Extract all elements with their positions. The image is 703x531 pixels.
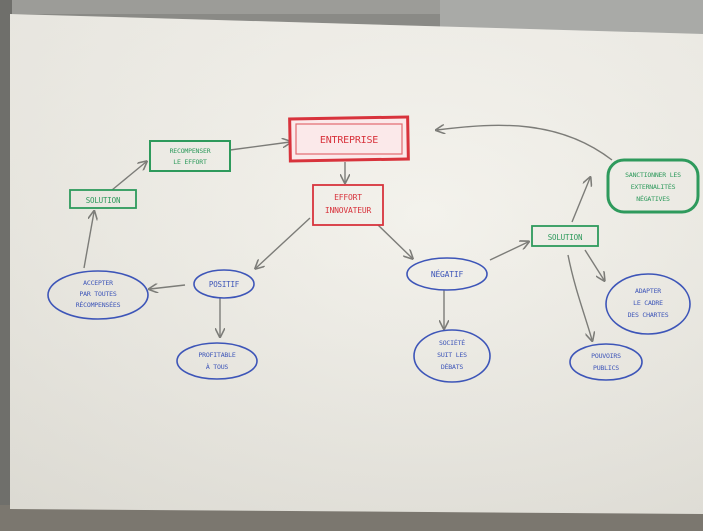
- node-effort: EFFORT INNOVATEUR: [312, 184, 384, 226]
- node-societe: SOCIÉTÉ SUIT LES DÉBATS: [413, 329, 491, 383]
- arrow-positif-to-accepter: [150, 285, 186, 289]
- node-effort-label-1: EFFORT: [334, 193, 362, 202]
- node-profitable-label-2: À TOUS: [206, 362, 229, 371]
- node-sanctionner-label-1: SANCTIONNER LES: [625, 171, 681, 179]
- node-recompenser-label-2: LE EFFORT: [173, 158, 207, 166]
- node-entreprise-label: ENTREPRISE: [320, 135, 378, 146]
- node-accepter-label-3: RÉCOMPENSÉES: [76, 300, 121, 309]
- node-solution-left: SOLUTION: [69, 189, 137, 209]
- node-societe-label-3: DÉBATS: [441, 362, 464, 371]
- node-accepter-label-2: PAR TOUTES: [79, 290, 116, 298]
- arrow-solution-to-pouvoirs: [567, 254, 592, 340]
- node-profitable: PROFITABLE À TOUS: [176, 342, 258, 380]
- node-sanctionner-label-2: EXTERNALITÉS: [631, 182, 676, 191]
- node-positif-label: POSITIF: [209, 280, 240, 289]
- node-profitable-label-1: PROFITABLE: [198, 351, 235, 359]
- node-negatif: NÉGATIF: [406, 257, 488, 291]
- arrow-solution-to-sanctionner: [571, 178, 590, 223]
- node-accepter: ACCEPTER PAR TOUTES RÉCOMPENSÉES: [47, 270, 149, 320]
- arrow-effort-to-positif: [256, 217, 311, 268]
- node-sanctionner: SANCTIONNER LES EXTERNALITÉS NÉGATIVES: [606, 158, 700, 214]
- node-pouvoirs-label-1: POUVOIRS: [591, 352, 621, 360]
- paper-sheet: [10, 14, 703, 514]
- node-pouvoirs-label-2: PUBLICS: [593, 364, 619, 372]
- node-solution-right-label: SOLUTION: [548, 233, 583, 242]
- arrow-sanctionner-to-center: [437, 125, 613, 161]
- wall-edge-left: [0, 0, 12, 531]
- node-societe-label-2: SUIT LES: [437, 351, 467, 359]
- node-effort-label-2: INNOVATEUR: [325, 206, 372, 215]
- node-adapter: ADAPTER LE CADRE DES CHARTES: [605, 273, 691, 335]
- arrow-solution-to-adapter: [584, 249, 604, 280]
- node-entreprise: ENTREPRISE: [288, 115, 410, 163]
- node-solution-right: SOLUTION: [531, 225, 599, 247]
- node-societe-label-1: SOCIÉTÉ: [439, 338, 465, 347]
- node-adapter-label-1: ADAPTER: [635, 287, 661, 295]
- arrow-negatif-to-solution: [489, 242, 528, 261]
- node-adapter-label-3: DES CHARTES: [628, 311, 669, 319]
- node-recompenser-label-1: RECOMPENSER: [170, 147, 211, 155]
- node-negatif-label: NÉGATIF: [431, 268, 464, 279]
- node-positif: POSITIF: [193, 269, 255, 299]
- node-pouvoirs: POUVOIRS PUBLICS: [569, 343, 643, 381]
- arrow-effort-to-negatif: [377, 224, 412, 258]
- connectors: [83, 125, 613, 340]
- arrow-recompenser-to-center: [229, 142, 290, 151]
- node-adapter-label-2: LE CADRE: [633, 299, 663, 307]
- node-recompenser: RECOMPENSER LE EFFORT: [149, 140, 231, 172]
- arrow-accepter-to-solution: [83, 212, 94, 269]
- node-solution-left-label: SOLUTION: [86, 196, 121, 205]
- arrow-solution-to-recompenser: [111, 162, 146, 191]
- node-accepter-label-1: ACCEPTER: [83, 279, 113, 287]
- node-sanctionner-label-3: NÉGATIVES: [636, 194, 670, 203]
